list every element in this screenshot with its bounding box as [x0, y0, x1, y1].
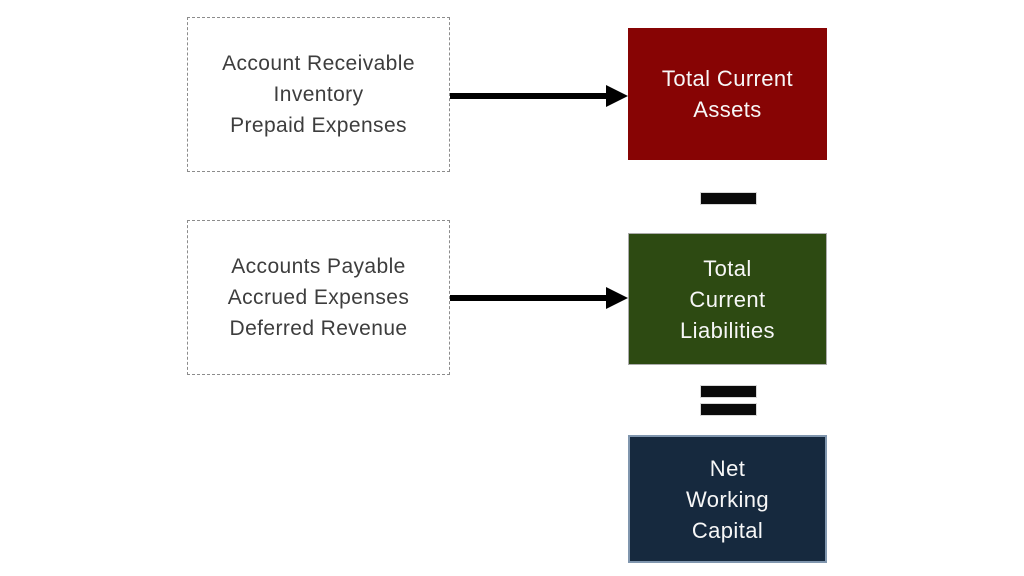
current-asset-components-box: Account Receivable Inventory Prepaid Exp…	[187, 17, 450, 172]
component-line: Account Receivable	[222, 52, 415, 75]
minus-sign	[700, 192, 757, 205]
result-label-line: Total Current	[661, 66, 794, 91]
result-label-line: Assets	[693, 97, 762, 122]
total-current-liabilities-box: Total Current Liabilities	[628, 233, 827, 365]
result-label-line: Liabilities	[680, 317, 775, 343]
equals-bar	[700, 385, 757, 398]
arrow-right-icon	[606, 85, 628, 107]
result-label-line: Capital	[691, 517, 764, 543]
arrow-right-icon	[606, 287, 628, 309]
component-line: Inventory	[273, 83, 364, 106]
equals-bar	[700, 403, 757, 416]
total-current-assets-box: Total Current Assets	[628, 28, 827, 160]
result-label-line: Net	[709, 455, 746, 481]
component-line: Deferred Revenue	[229, 317, 408, 340]
current-liability-components-box: Accounts Payable Accrued Expenses Deferr…	[187, 220, 450, 375]
net-working-capital-box: Net Working Capital	[628, 435, 827, 563]
arrow-line	[450, 295, 608, 301]
component-line: Accrued Expenses	[227, 286, 410, 309]
component-line: Prepaid Expenses	[230, 114, 407, 137]
result-label-line: Total	[703, 255, 752, 281]
result-label-line: Current	[689, 286, 766, 312]
component-line: Accounts Payable	[231, 255, 406, 278]
result-label-line: Working	[685, 486, 770, 512]
arrow-line	[450, 93, 608, 99]
